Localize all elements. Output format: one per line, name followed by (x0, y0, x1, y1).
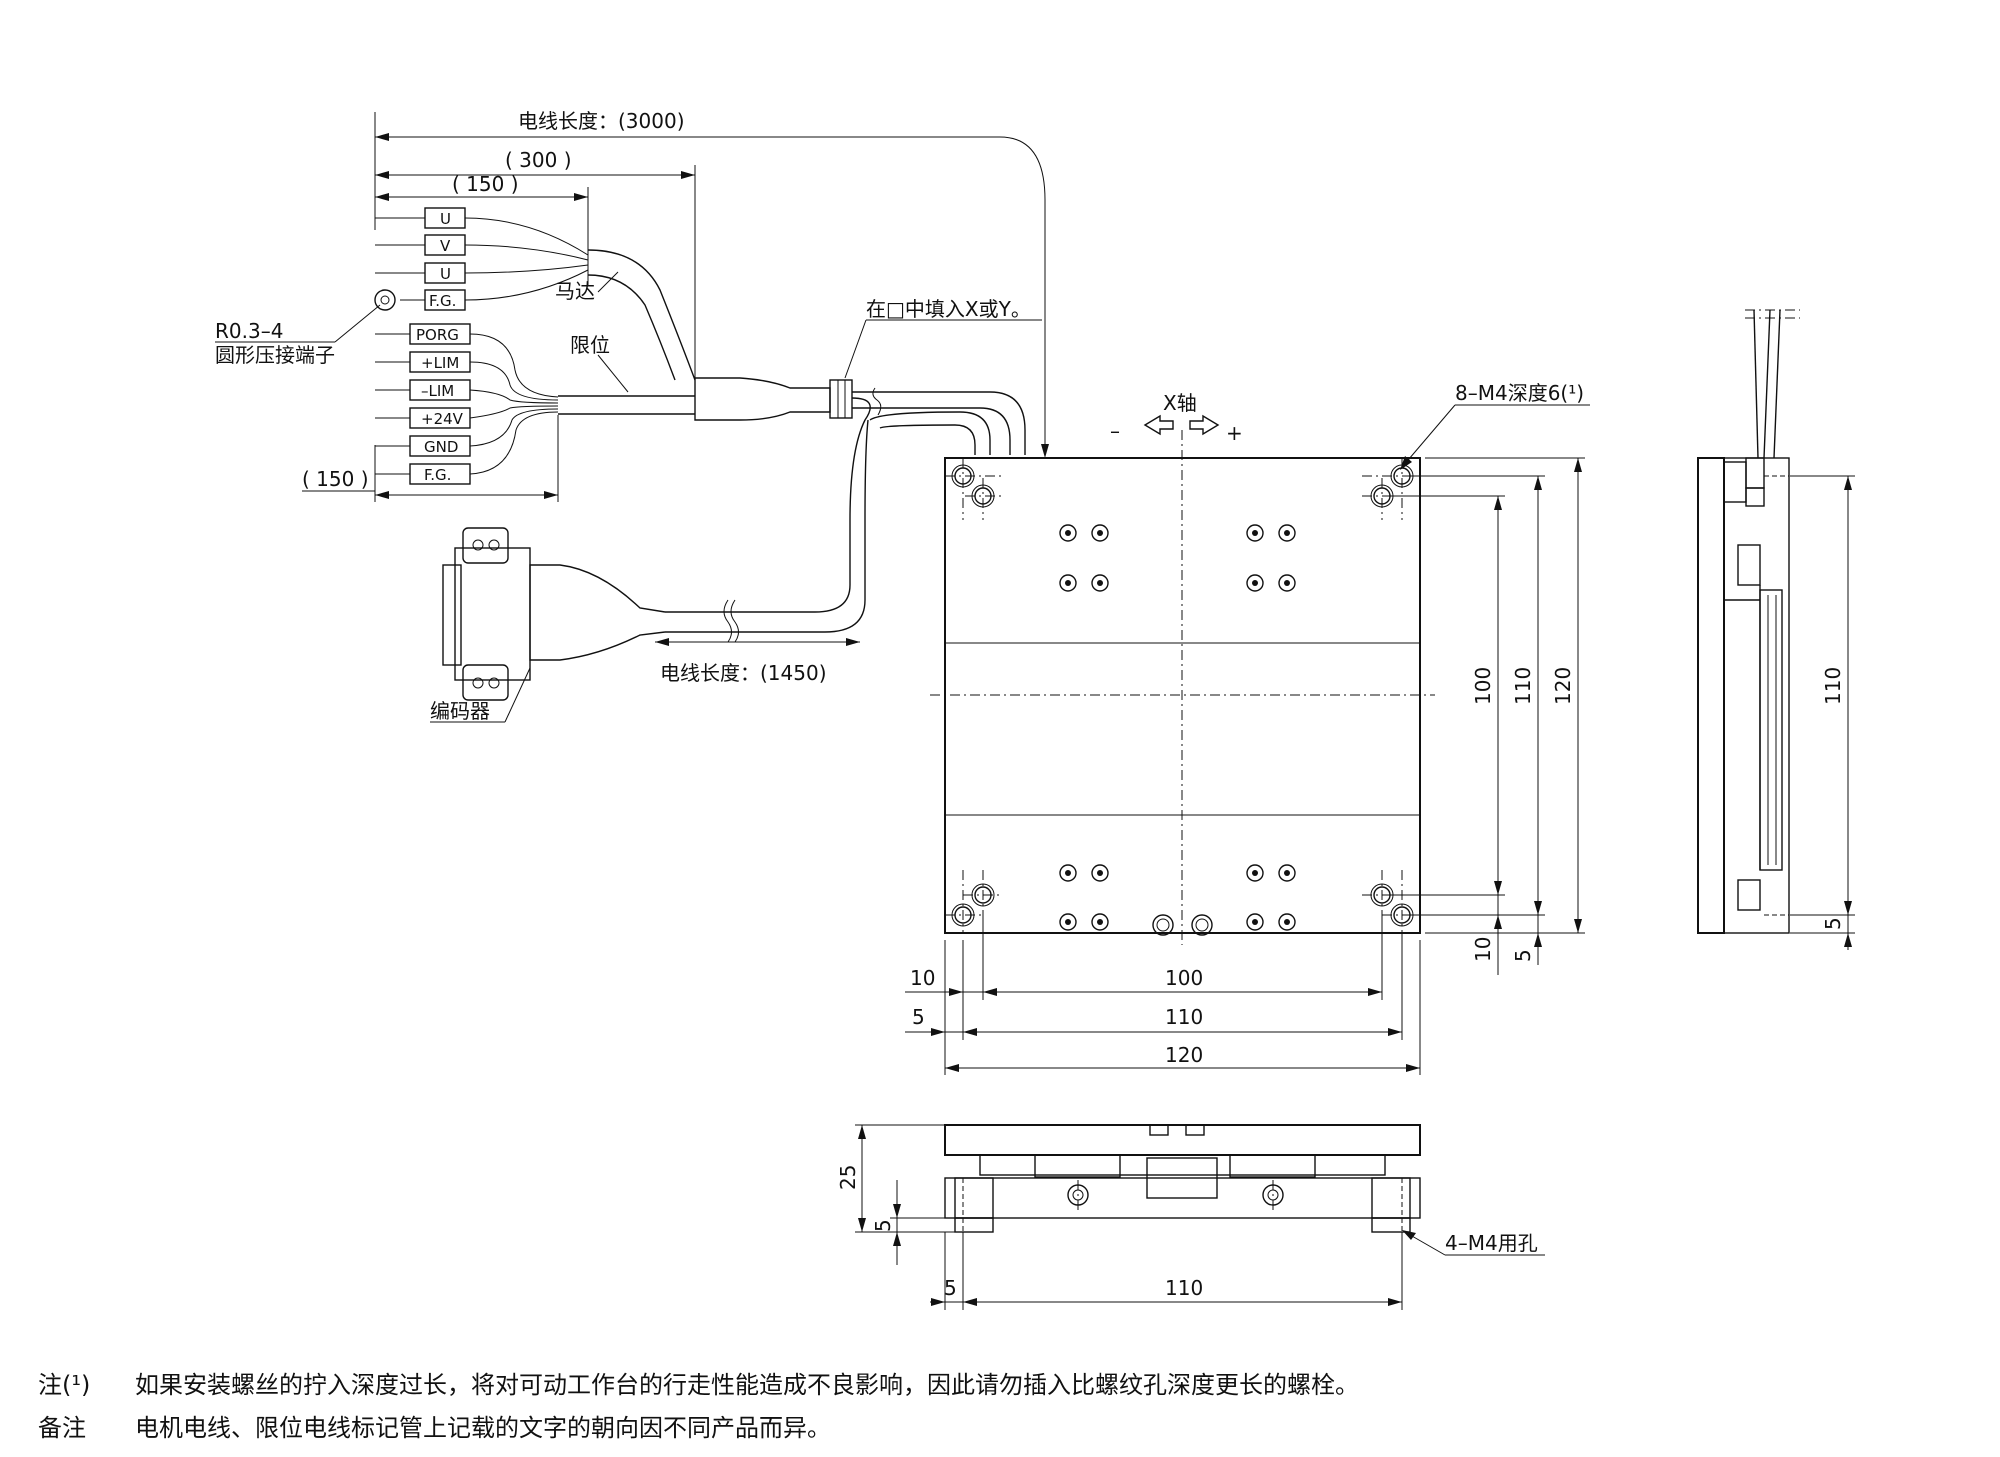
dim-h-10: 10 (910, 966, 935, 990)
limit-wire-label: –LIM (421, 382, 454, 400)
side-view: 110 5 (1697, 309, 1855, 950)
minus-sign: – (1110, 419, 1120, 443)
limit-wire-labels: PORG +LIM –LIM +24V GND F.G. (409, 323, 471, 485)
front-dim-5: 5 (871, 1219, 895, 1232)
dim-v-120: 120 (1551, 667, 1575, 705)
dim-h-5: 5 (912, 1005, 925, 1029)
dim-h-120: 120 (1165, 1043, 1203, 1067)
motor-label: 马达 (555, 279, 595, 303)
dim-v-10: 10 (1471, 937, 1495, 962)
note-text: 如果安装螺丝的拧入深度过长，将对可动工作台的行走性能造成不良影响，因此请勿插入比… (135, 1371, 1359, 1399)
limit-wire-label: GND (424, 438, 458, 456)
hole-spec: 8–M4深度6(¹) (1455, 381, 1584, 405)
cable-assembly: 电线长度：(3000) ( 300 ) ( 150 ) U V U F.G. (215, 109, 1049, 723)
note-tag: 备注 (38, 1414, 86, 1442)
dim-h-100: 100 (1165, 966, 1203, 990)
front-dim-110: 110 (1165, 1276, 1203, 1300)
side-dim-5: 5 (1821, 917, 1845, 930)
dim-h-110: 110 (1165, 1005, 1203, 1029)
motor-wire-label: U (440, 210, 451, 228)
dim-v-5: 5 (1511, 949, 1535, 962)
motor-wire-labels: U V U F.G. (424, 207, 466, 311)
cable-length-main: 电线长度：(3000) (518, 109, 685, 133)
plus-arrow-icon (1189, 414, 1220, 436)
cable-length-150-top: ( 150 ) (452, 172, 519, 196)
dim-v-110: 110 (1511, 667, 1535, 705)
fill-note: 在□中填入X或Y。 (866, 297, 1031, 321)
notes: 注(¹) 如果安装螺丝的拧入深度过长，将对可动工作台的行走性能造成不良影响，因此… (38, 1371, 1359, 1442)
minus-arrow-icon (1143, 414, 1174, 436)
screw-heads (1059, 524, 1296, 936)
limit-wire-label: F.G. (424, 466, 451, 484)
x-axis-label: X轴 (1163, 391, 1197, 415)
motor-wire-label: U (440, 265, 451, 283)
limit-wire-label: PORG (416, 326, 459, 344)
top-view: X轴 – + 8–M4深度6(¹) (905, 381, 1590, 1075)
limit-wire-label: +LIM (421, 354, 459, 372)
front-view: 25 5 4–M4用孔 5 110 (836, 1124, 1545, 1310)
note-text: 电机电线、限位电线标记管上记载的文字的朝向因不同产品而异。 (135, 1414, 831, 1442)
cable-length-150-bottom: ( 150 ) (302, 467, 369, 491)
front-hole-spec: 4–M4用孔 (1445, 1231, 1538, 1255)
front-dim-25: 25 (836, 1165, 860, 1190)
terminal-spec: R0.3–4 (215, 319, 283, 343)
terminal-name: 圆形压接端子 (215, 343, 335, 367)
plus-sign: + (1226, 421, 1243, 445)
dim-v-100: 100 (1471, 667, 1495, 705)
front-dim-5-bottom: 5 (944, 1276, 957, 1300)
cable-length-encoder: 电线长度：(1450) (660, 661, 827, 685)
motor-wire-label: F.G. (429, 292, 456, 310)
limit-label: 限位 (570, 333, 610, 357)
motor-wire-label: V (440, 237, 451, 255)
note-tag: 注(¹) (38, 1371, 90, 1399)
cable-length-300: ( 300 ) (505, 148, 572, 172)
side-dim-110: 110 (1821, 667, 1845, 705)
encoder-label: 编码器 (430, 699, 490, 723)
limit-wire-label: +24V (421, 410, 464, 428)
